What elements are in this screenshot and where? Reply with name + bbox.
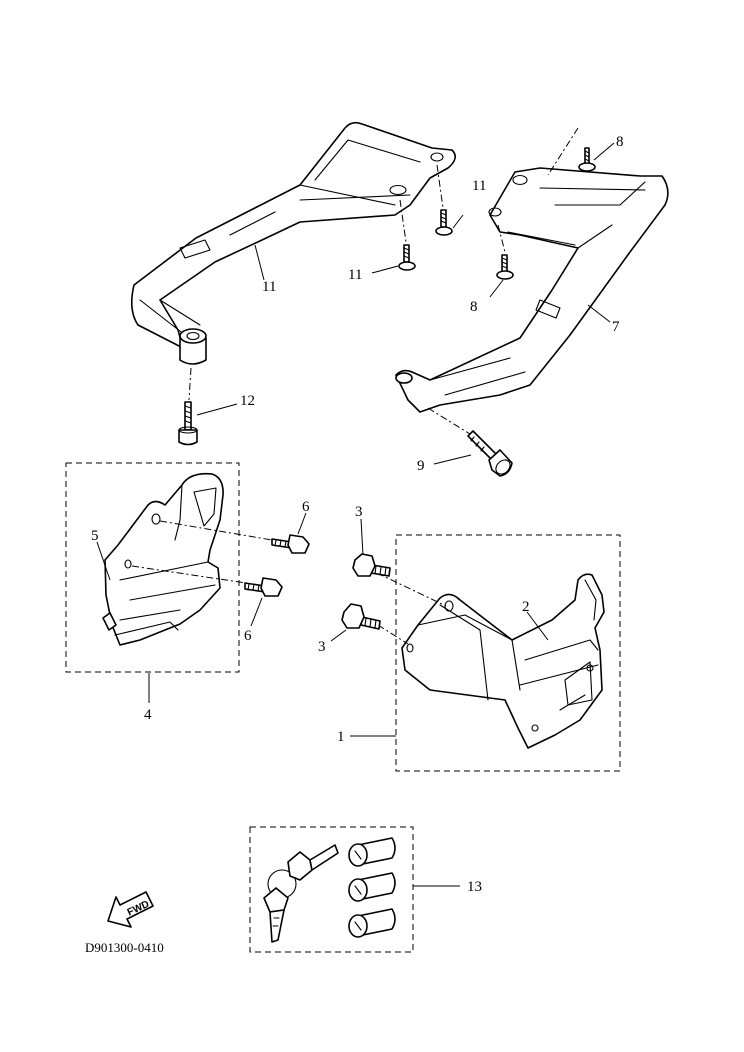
bolt-3-lower [341, 603, 381, 630]
callout-10: 11 [262, 279, 276, 295]
assembly-1-box [395, 534, 621, 772]
lock-cylinder-3 [348, 908, 396, 938]
drawing-code: D901300-0410 [85, 940, 164, 955]
bolt-3-upper [352, 553, 391, 577]
callout-2: 2 [522, 599, 530, 615]
callout-7: 7 [612, 319, 620, 335]
lock-set-13-box [249, 826, 414, 953]
callout-1: 1 [337, 729, 345, 745]
callout-11-lower: 11 [348, 267, 362, 283]
lock-cylinder-1 [348, 837, 396, 867]
callout-3-upper: 3 [355, 504, 363, 520]
fwd-arrow-icon: FWD [107, 891, 154, 928]
bolt-11-upper [435, 209, 453, 236]
lock-cylinder-2 [348, 872, 396, 902]
callout-3-lower: 3 [318, 639, 326, 655]
callout-5: 5 [91, 528, 99, 544]
part-7-right-grab-bar [395, 167, 669, 413]
bolt-6-lower [244, 577, 283, 597]
part-5-left-bracket [102, 472, 224, 646]
callout-9: 9 [417, 458, 425, 474]
bolt-8-upper [578, 147, 596, 172]
callout-11-upper: 11 [472, 178, 486, 194]
bolt-6-upper [271, 534, 310, 554]
bolt-9 [467, 430, 513, 477]
callout-6-upper: 6 [302, 499, 310, 515]
callout-12: 12 [240, 393, 255, 409]
callout-13: 13 [467, 879, 482, 895]
bolt-8-lower [496, 254, 514, 280]
key-set [263, 844, 339, 943]
callout-6-lower: 6 [244, 628, 252, 644]
part-10-left-grab-bar [130, 121, 456, 365]
bolt-11-lower [398, 244, 416, 271]
bolt-12 [178, 401, 198, 446]
part-2-right-bracket [401, 573, 605, 749]
callout-4: 4 [144, 707, 152, 723]
callout-8-upper: 8 [616, 134, 624, 150]
callout-8-lower: 8 [470, 299, 478, 315]
